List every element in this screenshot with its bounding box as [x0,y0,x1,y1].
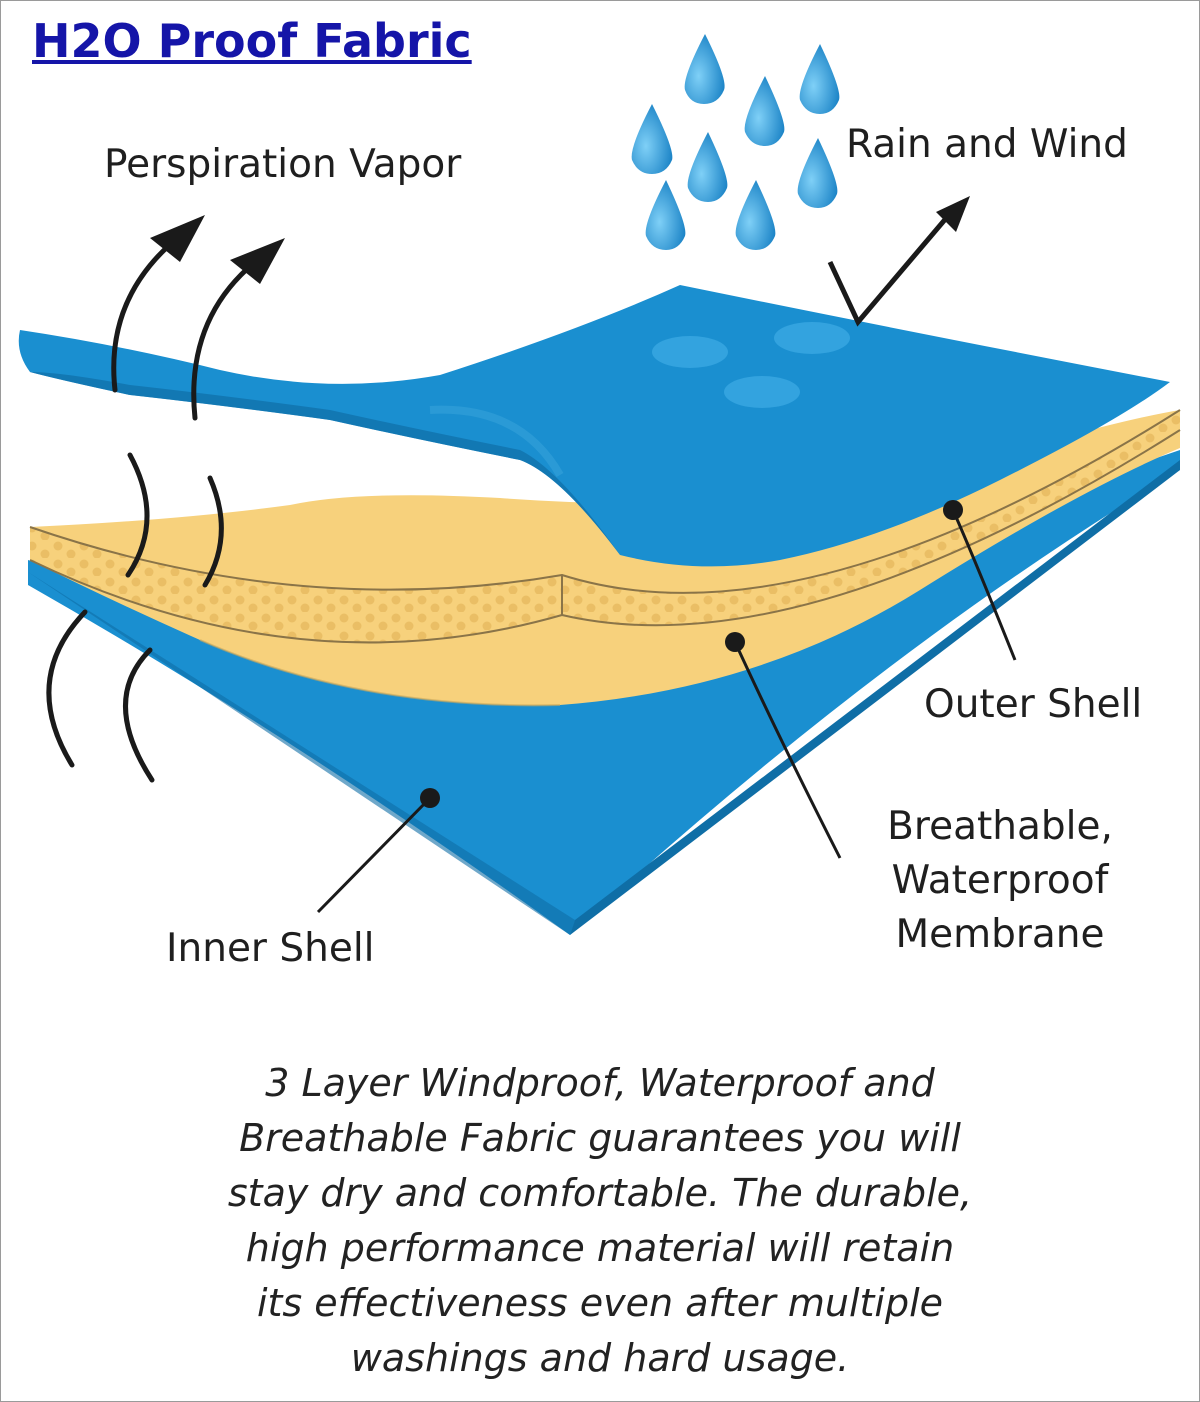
raindrops-icon [631,34,840,250]
inner-shell-label: Inner Shell [166,926,375,971]
caption-line: Breathable Fabric guarantees you will [239,1116,961,1160]
label-pointers [316,509,1017,914]
caption-line: washings and hard usage. [350,1336,850,1380]
outer-shell-layer [18,285,1170,567]
membrane-label: Breathable, Waterproof Membrane [864,800,1136,962]
rain-wind-label: Rain and Wind [846,122,1128,167]
perspiration-vapor-label: Perspiration Vapor [104,142,462,187]
caption-line: its effectiveness even after multiple [256,1281,944,1325]
membrane-label-line: Breathable, [887,804,1113,849]
vapor-arrowheads-icon [150,215,285,284]
caption-line: 3 Layer Windproof, Waterproof and [265,1061,935,1105]
caption-line: high performance material will retain [245,1226,955,1270]
description-caption: 3 Layer Windproof, Waterproof and Breath… [110,1056,1090,1386]
outer-shell-label: Outer Shell [924,682,1143,727]
caption-line: stay dry and comfortable. The durable, [227,1171,973,1215]
membrane-label-line: Membrane [895,912,1105,957]
membrane-label-line: Waterproof [891,858,1109,903]
rain-deflect-arrow-icon [827,196,970,327]
outer-shell-pointer [951,509,1017,661]
inner-shell-pointer [316,796,432,914]
vapor-arrows-icon [46,237,258,783]
page-title: H2O Proof Fabric [32,14,472,68]
membrane-pointer [733,641,842,859]
label-pointer-dots [420,500,963,808]
